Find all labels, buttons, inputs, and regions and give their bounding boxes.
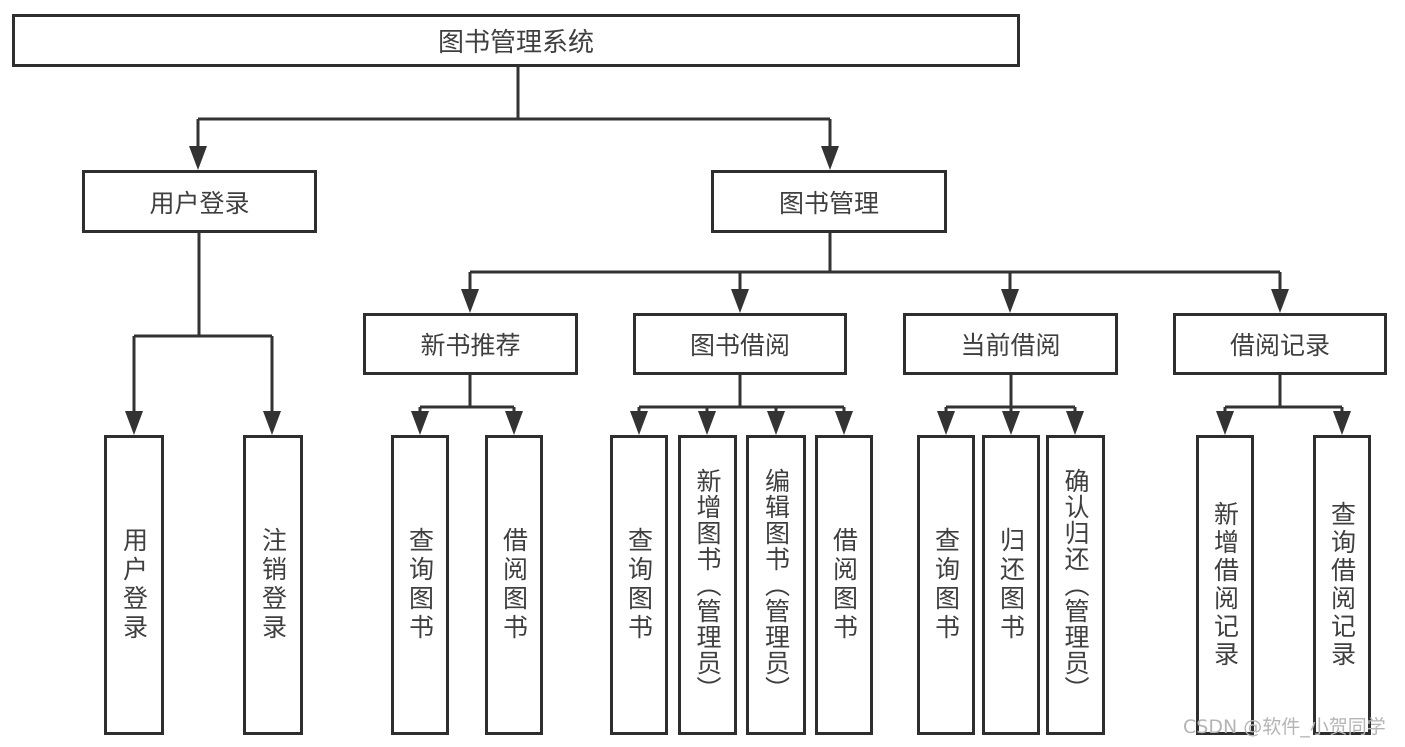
node-label: 用户登录	[149, 188, 250, 218]
leaf-current-query-books: 查询图书	[917, 435, 975, 735]
arrow-down-icon	[1333, 411, 1351, 435]
arrow-down-icon	[937, 411, 955, 435]
node-user-login: 用户登录	[82, 170, 317, 233]
arrow-down-icon	[505, 411, 523, 435]
arrow-down-icon	[1001, 289, 1019, 313]
node-new-book-recommend: 新书推荐	[363, 313, 578, 375]
node-current-borrow: 当前借阅	[903, 313, 1118, 375]
arrow-down-icon	[411, 411, 429, 435]
leaf-current-confirm-return-admin: 确认归还（管理员）	[1046, 435, 1105, 735]
node-label: 查询图书	[405, 527, 435, 643]
arrow-down-icon	[1216, 411, 1234, 435]
leaf-borrow-borrow-books: 借阅图书	[815, 435, 873, 735]
node-label: 借阅图书	[829, 527, 859, 643]
connectors-root-to-level2	[189, 67, 839, 170]
leaf-newbook-borrow-books: 借阅图书	[485, 435, 543, 735]
leaf-borrow-edit-books-admin: 编辑图书（管理员）	[746, 435, 806, 735]
node-label: 新增图书（管理员）	[693, 468, 722, 702]
connectors-borrow-records-branch	[1216, 375, 1351, 435]
leaf-logout: 注销登录	[243, 435, 303, 735]
node-label: 查询图书	[931, 527, 961, 643]
arrow-down-icon	[698, 411, 716, 435]
arrow-down-icon	[835, 411, 853, 435]
node-label: 新增借阅记录	[1210, 501, 1240, 669]
node-label: 新书推荐	[420, 331, 521, 360]
arrow-down-icon	[731, 289, 749, 313]
connectors-book-management-branch	[461, 233, 1289, 313]
arrow-down-icon	[821, 146, 839, 170]
node-book-borrow: 图书借阅	[633, 313, 847, 375]
node-label: 用户登录	[119, 527, 149, 643]
node-label: 查询借阅记录	[1327, 501, 1357, 669]
node-label: 确认归还（管理员）	[1061, 468, 1090, 702]
arrow-down-icon	[125, 411, 143, 435]
connectors-book-borrow-branch	[630, 375, 853, 435]
node-label: 归还图书	[996, 527, 1026, 643]
arrow-down-icon	[767, 411, 785, 435]
connectors-user-login-branch	[125, 233, 281, 435]
leaf-newbook-query-books: 查询图书	[391, 435, 449, 735]
leaf-borrow-add-books-admin: 新增图书（管理员）	[678, 435, 737, 735]
arrow-down-icon	[1002, 411, 1020, 435]
leaf-user-login: 用户登录	[104, 435, 164, 735]
node-label: 借阅记录	[1229, 331, 1330, 360]
node-label: 当前借阅	[960, 331, 1061, 360]
node-label: 编辑图书（管理员）	[761, 468, 791, 702]
leaf-records-query-record: 查询借阅记录	[1313, 435, 1371, 735]
node-root-system: 图书管理系统	[12, 14, 1020, 67]
connectors-current-borrow-branch	[937, 375, 1084, 435]
csdn-watermark: CSDN @软件_小贺同学	[1183, 716, 1386, 738]
connectors-new-book-branch	[411, 375, 523, 435]
node-label: 查询图书	[624, 527, 654, 643]
node-label: 图书管理系统	[437, 28, 594, 58]
arrow-down-icon	[630, 411, 648, 435]
node-label: 注销登录	[258, 527, 288, 643]
node-label: 借阅图书	[499, 527, 529, 643]
arrow-down-icon	[189, 146, 207, 170]
arrow-down-icon	[1271, 289, 1289, 313]
node-borrow-records: 借阅记录	[1173, 313, 1387, 375]
node-book-management: 图书管理	[711, 170, 947, 233]
arrow-down-icon	[461, 289, 479, 313]
arrow-down-icon	[263, 411, 281, 435]
arrow-down-icon	[1066, 411, 1084, 435]
node-label: 图书借阅	[689, 331, 790, 360]
leaf-borrow-query-books: 查询图书	[610, 435, 668, 735]
node-label: 图书管理	[778, 188, 879, 218]
leaf-current-return-books: 归还图书	[982, 435, 1040, 735]
leaf-records-add-record: 新增借阅记录	[1196, 435, 1254, 735]
